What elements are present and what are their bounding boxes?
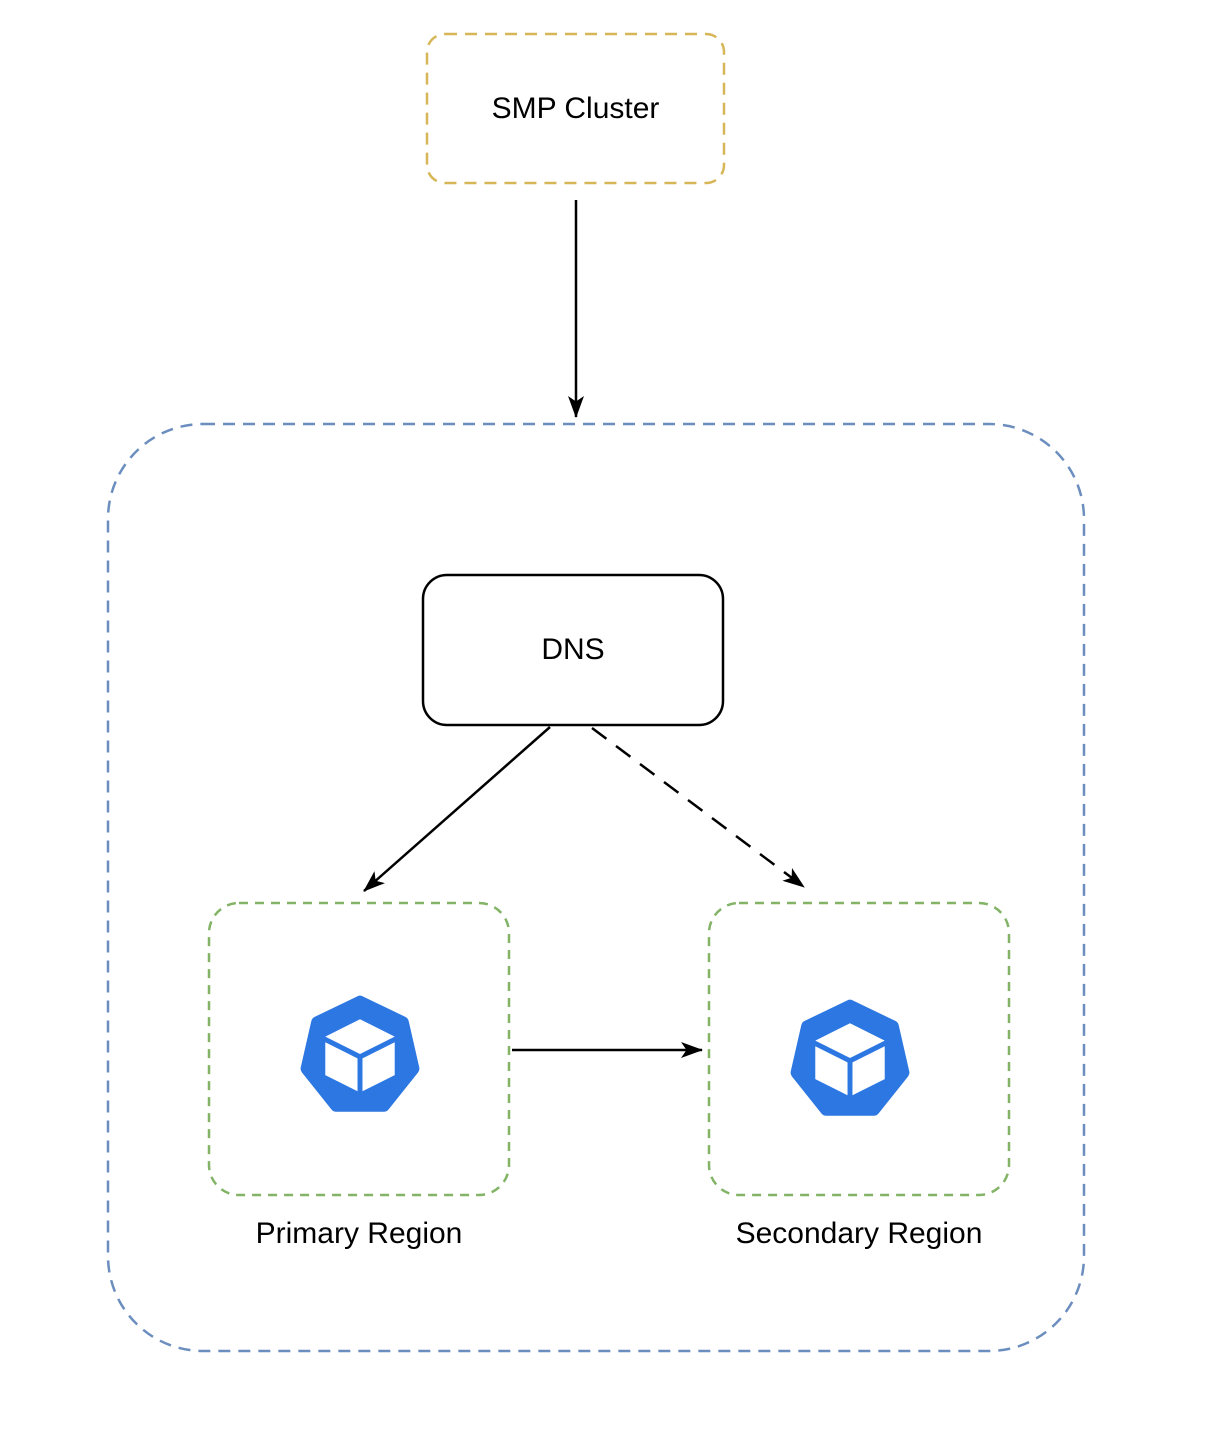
secondary-region-label: Secondary Region [735,1217,983,1250]
smp-cluster-label: SMP Cluster [491,91,660,125]
cube-heptagon-icon [307,1002,413,1106]
dns-to-secondary-arrow [591,727,805,888]
primary-region-label: Primary Region [255,1217,463,1250]
smp-cluster-box [425,32,726,185]
dns-to-primary-arrow [363,726,551,892]
dns-box [421,573,725,727]
cube-heptagon-icon [797,1006,903,1110]
dns-label: DNS [541,633,605,666]
